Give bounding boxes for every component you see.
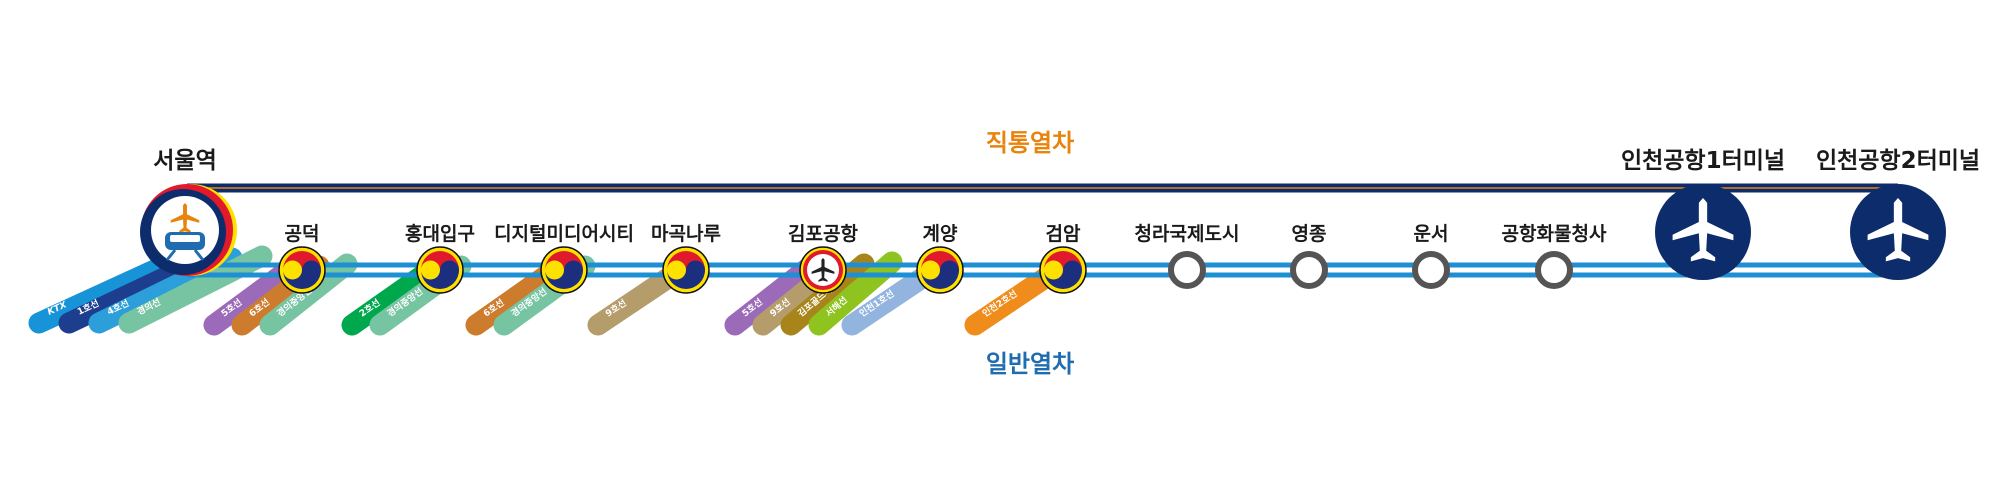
station-gimpo[interactable]: [799, 246, 847, 294]
station-seoul[interactable]: [140, 184, 237, 276]
taeguk-icon: [662, 246, 710, 294]
station-label-geomam: 검암: [1046, 223, 1081, 245]
station-geomam[interactable]: [1039, 246, 1087, 294]
station-ring-icon: [1412, 251, 1450, 289]
train-airplane-icon: [140, 184, 237, 276]
airplane-icon: [1655, 184, 1751, 280]
station-cargo[interactable]: [1535, 251, 1573, 289]
taeguk-icon: [916, 246, 964, 294]
station-label-gongdeok: 공덕: [285, 223, 320, 245]
station-ring-icon: [1535, 251, 1573, 289]
station-hongik[interactable]: [416, 246, 464, 294]
taeguk-icon: [278, 246, 326, 294]
station-gongdeok[interactable]: [278, 246, 326, 294]
station-label-yeongjong: 영종: [1292, 223, 1327, 245]
station-ring-icon: [1290, 251, 1328, 289]
station-t2[interactable]: [1850, 184, 1946, 280]
station-label-gyeyang: 계양: [923, 223, 958, 245]
station-label-t2: 인천공항2터미널: [1816, 148, 1980, 174]
taeguk-icon: [416, 246, 464, 294]
station-label-hongik: 홍대입구: [405, 222, 475, 245]
station-label-t1: 인천공항1터미널: [1621, 148, 1785, 174]
station-label-magongnaru: 마곡나루: [651, 223, 721, 245]
express-service-label: 직통열차: [986, 129, 1074, 157]
station-ring-icon: [1168, 251, 1206, 289]
airplane-icon: [799, 246, 847, 294]
station-yeongjong[interactable]: [1290, 251, 1328, 289]
station-cheongna[interactable]: [1168, 251, 1206, 289]
airplane-icon: [1850, 184, 1946, 280]
station-t1[interactable]: [1655, 184, 1751, 280]
taeguk-icon: [1039, 246, 1087, 294]
local-service-label: 일반열차: [986, 350, 1074, 378]
station-gyeyang[interactable]: [916, 246, 964, 294]
station-magongnaru[interactable]: [662, 246, 710, 294]
station-label-unseo: 운서: [1414, 223, 1449, 245]
station-dmc[interactable]: [540, 246, 588, 294]
station-label-cheongna: 청라국제도시: [1135, 223, 1240, 245]
station-label-gimpo: 김포공항: [788, 223, 858, 245]
station-markers: [140, 184, 1946, 294]
station-unseo[interactable]: [1412, 251, 1450, 289]
taeguk-icon: [540, 246, 588, 294]
station-label-dmc: 디지털미디어시티: [494, 223, 634, 245]
station-label-seoul: 서울역: [153, 148, 216, 174]
station-label-cargo: 공항화물청사: [1502, 223, 1607, 245]
